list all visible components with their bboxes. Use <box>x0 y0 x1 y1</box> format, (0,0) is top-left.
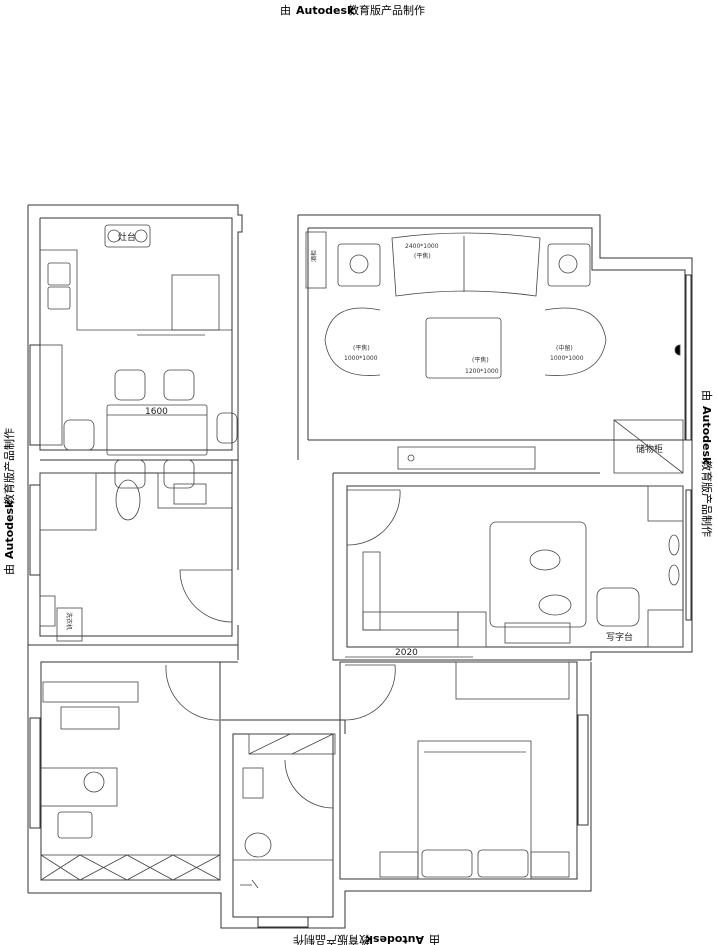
chair-icon <box>114 459 146 489</box>
svg-text:教育版产品制作: 教育版产品制作 <box>348 3 425 17</box>
toilet-icon <box>244 832 272 858</box>
watermark-right: 由 Autodesk 教育版产品制作 <box>700 390 714 537</box>
watermark-left: 由 Autodesk 教育版产品制作 <box>2 428 16 575</box>
svg-text:由: 由 <box>2 564 16 575</box>
desk-chair <box>596 587 640 627</box>
svg-text:写字台: 写字台 <box>606 631 633 643</box>
chair-icon <box>114 369 146 401</box>
light-switch-icon <box>674 344 681 356</box>
chair-icon <box>216 412 238 444</box>
svg-text:储物柜: 储物柜 <box>636 443 663 455</box>
pillow <box>477 849 529 878</box>
bedroom-2 <box>379 661 570 880</box>
washbasin-icon <box>242 767 264 799</box>
washing-machine <box>56 607 83 642</box>
wardrobe <box>455 661 570 700</box>
dining-area: 1600 <box>39 344 238 489</box>
bench <box>504 622 571 644</box>
svg-text:2400*1000: 2400*1000 <box>405 243 439 250</box>
piano <box>42 681 139 703</box>
svg-text:酒柜: 酒柜 <box>310 250 318 262</box>
svg-text:1600: 1600 <box>145 407 168 417</box>
bathroom-1: 洗衣机 <box>39 472 233 642</box>
armchair-left <box>324 307 381 376</box>
bathroom-2 <box>233 733 336 889</box>
chair-icon <box>163 459 195 489</box>
svg-text:1000*1000: 1000*1000 <box>550 355 584 362</box>
bedroom-1: 写字台 2020 <box>345 485 684 658</box>
chair-icon <box>63 419 95 451</box>
bed <box>417 740 532 880</box>
svg-text:(中留): (中留) <box>556 344 573 352</box>
svg-text:(平焦): (平焦) <box>353 344 370 352</box>
bed <box>489 521 587 628</box>
side-table <box>337 243 381 287</box>
nightstand <box>379 851 419 878</box>
svg-text:(平焦): (平焦) <box>472 356 489 364</box>
svg-text:Autodesk: Autodesk <box>365 933 424 945</box>
svg-text:Autodesk: Autodesk <box>3 500 16 559</box>
washbasin-icon <box>173 483 207 505</box>
svg-text:由: 由 <box>700 390 714 401</box>
svg-text:教育版产品制作: 教育版产品制作 <box>293 933 370 945</box>
svg-text:由: 由 <box>429 933 440 945</box>
study <box>40 681 221 881</box>
wardrobe <box>362 551 381 631</box>
svg-text:灶台: 灶台 <box>118 231 136 243</box>
side-table <box>547 243 591 287</box>
shower-icon <box>240 879 259 889</box>
svg-text:Autodesk: Autodesk <box>700 406 713 465</box>
sink-icon <box>47 262 71 286</box>
storage-cabinet <box>613 419 684 474</box>
svg-text:教育版产品制作: 教育版产品制作 <box>700 460 714 537</box>
dining-table <box>106 404 208 456</box>
kitchen: 灶台 <box>40 224 232 336</box>
coffee-table <box>425 317 502 379</box>
walls <box>27 204 693 929</box>
svg-text:(平焦): (平焦) <box>414 252 431 260</box>
svg-text:1200*1000: 1200*1000 <box>465 368 499 375</box>
desk <box>40 767 118 807</box>
svg-text:Autodesk: Autodesk <box>296 4 355 17</box>
svg-text:1000*1000: 1000*1000 <box>344 355 378 362</box>
living-room: 酒柜 2400*1000 (平焦) (平焦) 1000*1000 (平焦) 12… <box>305 231 684 474</box>
chair-icon <box>163 369 195 401</box>
sofa <box>391 232 541 297</box>
svg-text:教育版产品制作: 教育版产品制作 <box>2 428 16 505</box>
svg-text:2020: 2020 <box>395 648 418 658</box>
stove-icon <box>104 224 151 248</box>
corner-cabinet <box>305 231 327 289</box>
toilet-icon <box>115 479 141 521</box>
fridge-icon <box>171 274 220 331</box>
armchair-right <box>544 307 607 376</box>
chair-icon <box>57 811 93 839</box>
pillow <box>421 849 473 878</box>
watermark-bottom: 由 Autodesk 教育版产品制作 <box>293 933 440 945</box>
nightstand <box>530 851 570 878</box>
svg-text:洗衣机: 洗衣机 <box>65 612 73 630</box>
tv-cabinet <box>397 446 536 470</box>
watermark-top: 由 Autodesk 教育版产品制作 <box>280 3 425 17</box>
bookshelf <box>40 854 221 881</box>
svg-text:由: 由 <box>280 3 291 17</box>
